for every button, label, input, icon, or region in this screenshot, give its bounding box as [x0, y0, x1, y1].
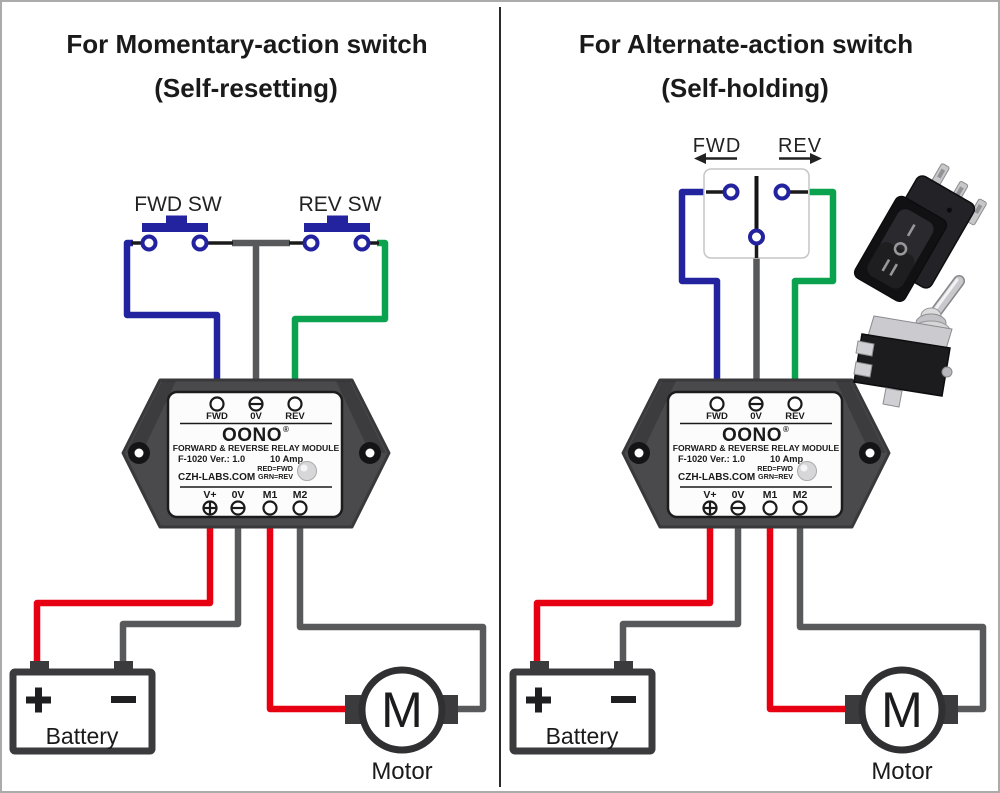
toggle-lever-highlight — [932, 278, 959, 313]
m2-wire-gray — [296, 526, 487, 713]
common-wire-gray — [232, 239, 290, 382]
toggle-terminal-rev — [773, 183, 791, 201]
module-facet-left — [126, 381, 176, 453]
toggle-lever-chrome — [931, 276, 964, 317]
toggle-pins — [853, 340, 903, 408]
rev-button-cap — [304, 223, 370, 232]
mounting-hole-left-center — [134, 448, 144, 458]
rev-button-terminal-left — [302, 234, 320, 252]
fwd-direction-arrow — [694, 153, 737, 164]
fwd-switch-label: FWD SW — [134, 193, 222, 216]
alternate-switch-circuit: FWD REV — [678, 135, 837, 382]
rocker-markings: I O II — [881, 223, 916, 277]
toggle-switch-photo — [853, 275, 965, 408]
toggle-side-screw — [941, 366, 953, 378]
motor-body — [358, 666, 446, 754]
module-led-note-1: RED=FWD — [257, 464, 293, 473]
module-fwd-terminal — [209, 396, 225, 412]
toggle-fwd-wire-blue — [678, 188, 721, 382]
rev-direction-label: REV — [778, 135, 822, 157]
toggle-terminal-common — [748, 228, 765, 246]
module-0v-bottom-label: 0V — [232, 489, 245, 501]
fwd-push-button — [140, 215, 209, 252]
rocker-marking-II: II — [881, 258, 899, 277]
rev-button-terminal-right — [353, 234, 371, 252]
module-m2-terminal — [292, 500, 308, 516]
fwd-wire-blue — [123, 239, 221, 382]
module-m1-label: M1 — [263, 489, 278, 501]
module-website: CZH-LABS.COM — [178, 472, 255, 483]
relay-module: FWD 0V REV OONO ® FORWARD & REVERSE RELA… — [121, 378, 391, 529]
module-led-note-2: GRN=REV — [258, 472, 293, 481]
rocker-mount-hole — [946, 207, 952, 213]
toggle-terminal-fwd — [722, 183, 740, 201]
left-panel-subtitle: (Self-resetting) — [154, 73, 337, 103]
battery-label: Battery — [46, 723, 119, 749]
rev-direction-arrow — [779, 153, 822, 164]
plus-symbol: + — [26, 687, 51, 713]
motor-tab-right — [442, 695, 458, 724]
battery: + − Battery — [9, 661, 156, 755]
module-brand: OONO — [222, 425, 282, 446]
module-registered-mark: ® — [283, 425, 289, 434]
rev-button-plunger — [327, 215, 348, 224]
fwd-button-plunger — [166, 215, 187, 224]
zerov-wire-gray — [119, 526, 242, 662]
module-rev-terminal — [287, 396, 303, 412]
module-m1-terminal — [262, 500, 278, 516]
rev-switch-label: REV SW — [299, 193, 382, 216]
right-panel-title: For Alternate-action switch — [579, 29, 913, 59]
battery-body — [9, 668, 156, 755]
module-led-highlight — [300, 464, 308, 472]
momentary-switch-circuit: FWD SW REV SW — [123, 193, 389, 382]
rocker-marking-O: O — [893, 242, 908, 256]
vplus-wire-red — [33, 526, 214, 662]
right-panel-subtitle: (Self-holding) — [661, 73, 829, 103]
m1-wire-red — [266, 526, 347, 713]
minus-symbol: − — [111, 696, 136, 703]
relay-module-battery-motor-assembly-right — [513, 380, 983, 785]
module-facet-right — [336, 381, 386, 453]
left-panel-title: For Momentary-action switch — [66, 29, 427, 59]
relay-module-battery-motor-assembly: FWD 0V REV OONO ® FORWARD & REVERSE RELA… — [9, 378, 487, 785]
motor-symbol: M — [381, 682, 423, 738]
fwd-button-terminal-left — [140, 234, 158, 252]
module-product-line: FORWARD & REVERSE RELAY MODULE — [173, 443, 340, 453]
motor-tab-left — [345, 695, 361, 724]
module-m2-label: M2 — [293, 489, 308, 501]
fwd-direction-label: FWD — [693, 135, 742, 157]
module-rev-label: REV — [285, 411, 305, 422]
module-model-line: F-1020 Ver.: 1.0 — [178, 454, 245, 464]
module-0v-top-label: 0V — [250, 411, 262, 422]
rev-wire-green — [291, 239, 389, 382]
toggle-rev-wire-green — [791, 188, 837, 382]
fwd-button-cap — [142, 223, 208, 232]
fwd-button-terminal-right — [191, 234, 209, 252]
motor-label: Motor — [371, 758, 432, 785]
rocker-marking-I: I — [906, 223, 916, 237]
motor: M Motor — [345, 666, 458, 785]
module-amp-rating: 10 Amp — [270, 454, 304, 464]
module-led — [297, 461, 317, 481]
mounting-hole-right-center — [365, 448, 375, 458]
module-vplus-label: V+ — [203, 489, 216, 501]
module-fwd-label: FWD — [206, 411, 228, 422]
rocker-switch-photo: I O II — [853, 163, 987, 303]
rev-push-button — [302, 215, 371, 252]
